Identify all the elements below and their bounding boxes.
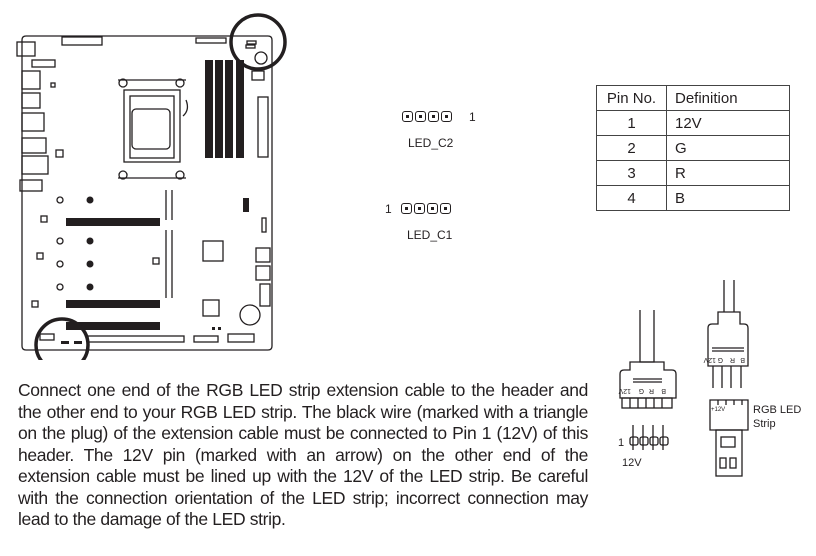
strip-plug-label-12v: 12V xyxy=(703,356,716,363)
extension-cable-left xyxy=(639,310,655,363)
pin-definition: R xyxy=(666,160,790,186)
led-c1-header xyxy=(401,203,451,214)
led-c1-label: LED_C1 xyxy=(407,228,453,242)
led-c1-pin1-marker: 1 xyxy=(385,202,392,216)
column-header-pin: Pin No. xyxy=(596,85,667,111)
column-header-definition: Definition xyxy=(666,85,790,111)
rgb-strip-label-1: RGB LED xyxy=(753,404,801,416)
header-12v-label: 12V xyxy=(622,457,642,469)
led-c2-label: LED_C2 xyxy=(408,136,454,150)
plug-label-g: G xyxy=(639,387,644,394)
header-pin xyxy=(441,111,452,122)
highlight-circle-bottom xyxy=(34,317,90,360)
header-pin xyxy=(401,203,412,214)
header-pin xyxy=(415,111,426,122)
led-c2-pin1-marker: 1 xyxy=(469,110,476,124)
pin-number: 2 xyxy=(596,135,667,161)
pin-number: 3 xyxy=(596,160,667,186)
extension-plug-right xyxy=(707,311,749,367)
plug-label-b: B xyxy=(661,387,666,394)
extension-cable-right xyxy=(723,280,735,312)
plug-label-r: R xyxy=(649,387,654,394)
motherboard-diagram xyxy=(16,13,287,360)
pin-number: 1 xyxy=(596,110,667,136)
extension-plug-left xyxy=(619,361,677,399)
pin-definition: B xyxy=(666,185,790,211)
table-header-row: Pin No. Definition xyxy=(596,85,790,111)
instruction-paragraph: Connect one end of the RGB LED strip ext… xyxy=(18,380,588,529)
pin-definition: 12V xyxy=(666,110,790,136)
pin-number: 4 xyxy=(596,185,667,211)
cable-connection-diagram: 12V G R B 12V G R B +12V 1 12V RGB LED S… xyxy=(618,280,801,477)
header-pin1-label: 1 xyxy=(618,437,624,449)
pin-definition: G xyxy=(666,135,790,161)
strip-marker-12v: +12V xyxy=(711,407,725,413)
strip-plug-label-r: R xyxy=(730,356,735,363)
led-c2-header xyxy=(402,111,452,122)
header-pin xyxy=(440,203,451,214)
highlight-circle-top xyxy=(229,13,287,71)
header-pins-diagram xyxy=(629,425,669,450)
led-strip-connector xyxy=(709,399,749,431)
header-pin xyxy=(414,203,425,214)
rgb-strip-label-2: Strip xyxy=(753,418,776,430)
header-pin xyxy=(427,203,438,214)
plug-label-12v: 12V xyxy=(618,387,631,394)
strip-plug-label-g: G xyxy=(718,356,723,363)
strip-plug-label-b: B xyxy=(740,356,745,363)
header-pin xyxy=(402,111,413,122)
header-pin xyxy=(428,111,439,122)
